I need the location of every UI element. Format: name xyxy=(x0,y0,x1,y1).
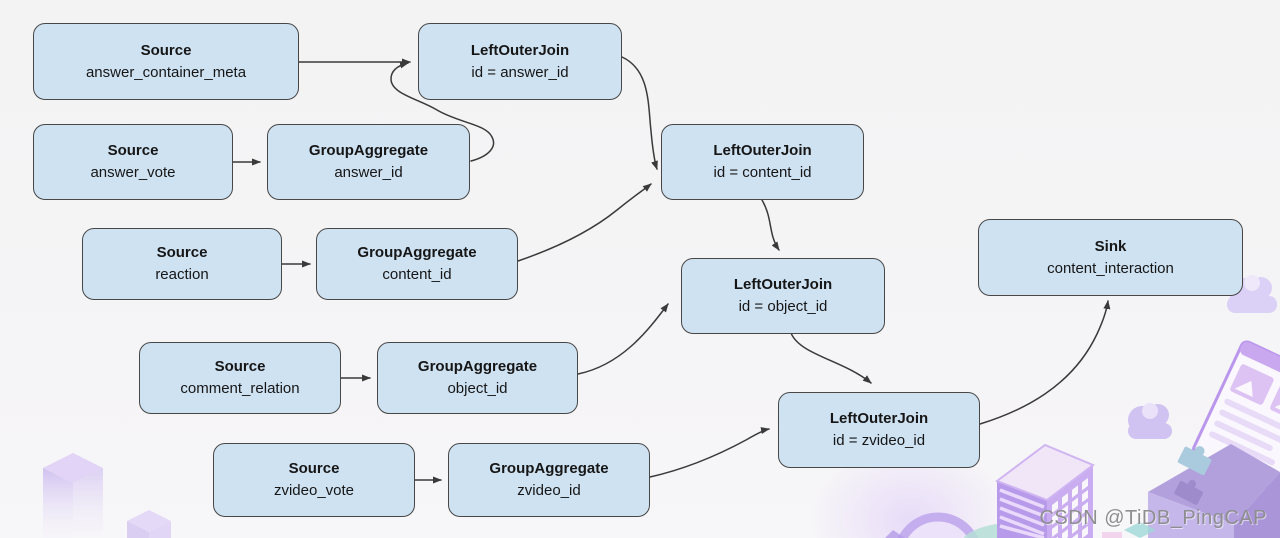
node-subtitle: answer_id xyxy=(334,164,403,181)
cloud-icon xyxy=(1128,403,1172,439)
puzzle-slot-icon xyxy=(1174,479,1203,505)
node-group-aggregate-zvideo: GroupAggregate zvideo_id xyxy=(448,443,650,517)
node-subtitle: answer_container_meta xyxy=(85,63,247,81)
node-subtitle: comment_relation xyxy=(180,380,300,397)
node-title: LeftOuterJoin xyxy=(713,142,812,159)
edge-left-outer-join-object-to-left-outer-join-zvideo xyxy=(790,332,872,384)
edge-group-aggregate-zvideo-to-left-outer-join-zvideo xyxy=(649,427,770,478)
node-subtitle: zvideo_vote xyxy=(273,482,355,499)
node-subtitle: id = content_id xyxy=(713,164,812,181)
node-group-aggregate-object: GroupAggregate object_id xyxy=(377,342,578,414)
node-group-aggregate-content: GroupAggregate content_id xyxy=(316,228,518,300)
node-subtitle: reaction xyxy=(155,266,209,283)
node-title: Sink xyxy=(1094,237,1127,255)
puzzle-piece-icon xyxy=(1177,446,1212,476)
node-title: Source xyxy=(214,358,266,375)
node-subtitle: zvideo_id xyxy=(517,482,581,499)
node-source-comment-relation: Source comment_relation xyxy=(139,342,341,414)
edge-group-aggregate-content-to-left-outer-join-content xyxy=(517,183,652,262)
pillar-illustration-left xyxy=(43,453,103,538)
edge-group-aggregate-object-to-left-outer-join-object xyxy=(577,303,669,375)
node-subtitle: content_id xyxy=(382,266,452,283)
node-title: LeftOuterJoin xyxy=(733,276,833,293)
node-title: LeftOuterJoin xyxy=(470,41,570,59)
edge-left-outer-join-content-to-left-outer-join-object xyxy=(761,199,780,251)
node-subtitle: id = object_id xyxy=(738,298,828,315)
node-left-outer-join-zvideo: LeftOuterJoin id = zvideo_id xyxy=(778,392,980,468)
edge-left-outer-join-answer-to-left-outer-join-content xyxy=(621,56,658,170)
node-subtitle: content_interaction xyxy=(1047,259,1174,277)
watermark: CSDN @TiDB_PingCAP xyxy=(1039,507,1267,529)
node-source-answer-vote: Source answer_vote xyxy=(33,124,233,200)
node-left-outer-join-content: LeftOuterJoin id = content_id xyxy=(661,124,864,200)
edge-group-aggregate-answer-to-left-outer-join-answer xyxy=(390,61,495,162)
node-source-reaction: Source reaction xyxy=(82,228,282,300)
node-subtitle: answer_vote xyxy=(90,164,176,181)
building-illustration xyxy=(994,443,1095,538)
node-source-zvideo-vote: Source zvideo_vote xyxy=(213,443,415,517)
node-left-outer-join-object: LeftOuterJoin id = object_id xyxy=(681,258,885,334)
edge-left-outer-join-zvideo-to-sink-content-interaction xyxy=(979,300,1111,425)
node-title: Source xyxy=(288,460,340,477)
node-title: GroupAggregate xyxy=(489,460,609,477)
node-left-outer-join-answer: LeftOuterJoin id = answer_id xyxy=(418,23,622,100)
node-subtitle: id = answer_id xyxy=(471,63,569,81)
node-subtitle: object_id xyxy=(447,380,508,397)
node-title: GroupAggregate xyxy=(357,244,477,261)
node-title: GroupAggregate xyxy=(308,142,429,159)
node-title: Source xyxy=(107,142,159,159)
node-sink-content-interaction: Sink content_interaction xyxy=(978,219,1243,296)
node-title: LeftOuterJoin xyxy=(829,410,929,427)
node-title: Source xyxy=(156,244,208,261)
node-subtitle: id = zvideo_id xyxy=(832,432,926,449)
node-title: GroupAggregate xyxy=(417,358,538,375)
node-source-answer-container-meta: Source answer_container_meta xyxy=(33,23,299,100)
node-group-aggregate-answer: GroupAggregate answer_id xyxy=(267,124,470,200)
puzzle-cube-illustration xyxy=(1102,444,1280,538)
pillar-illustration-left-small xyxy=(127,510,171,538)
node-title: Source xyxy=(140,41,192,59)
